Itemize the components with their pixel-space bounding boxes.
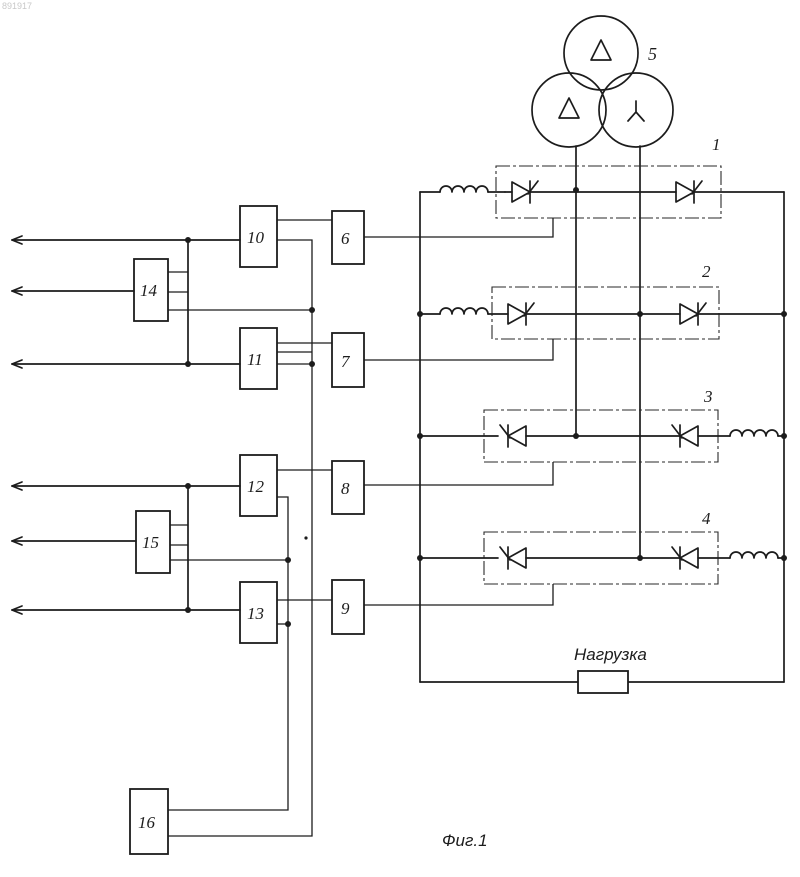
block-13-label: 13: [247, 604, 264, 623]
block-11-label: 11: [247, 350, 263, 369]
block-9-label: 9: [341, 599, 350, 618]
group-3-label: 3: [703, 387, 713, 406]
phase-blocks: 14 15: [134, 259, 170, 573]
block-6-label: 6: [341, 229, 350, 248]
reactor-4-coil: [730, 552, 778, 558]
transformer-primary-winding: [564, 16, 638, 90]
block-15-label: 15: [142, 533, 159, 552]
thyristor-3a-icon: [500, 425, 526, 447]
star-symbol-secondary: [628, 101, 644, 121]
block-12-label: 12: [247, 477, 265, 496]
block-10-label: 10: [247, 228, 265, 247]
reactor-1-coil: [440, 186, 488, 192]
figure-caption: Фиг.1: [442, 831, 488, 850]
block-16-label: 16: [138, 813, 156, 832]
patent-number: 891917: [2, 1, 32, 11]
load-label: Нагрузка: [574, 645, 647, 664]
delta-symbol-secondary: [559, 98, 579, 118]
block-8-label: 8: [341, 479, 350, 498]
load-resistor: [578, 671, 628, 693]
reactor-3-coil: [730, 430, 778, 436]
transformer-secondary-delta-winding: [532, 73, 606, 147]
thyristor-group-4: 4: [364, 509, 787, 605]
dc-bus: Нагрузка: [420, 192, 784, 693]
logic-blocks: 10 11 12 13: [240, 206, 277, 643]
group-2-label: 2: [702, 262, 711, 281]
group-4-label: 4: [702, 509, 711, 528]
pulse-shapers: 6 7 8 9: [332, 211, 364, 634]
logic-to-shaper-links: [277, 220, 332, 600]
transformer-label: 5: [648, 44, 657, 64]
delta-symbol-primary: [591, 40, 611, 60]
reactor-2-coil: [440, 308, 488, 314]
block-14-label: 14: [140, 281, 158, 300]
reference-block: 16: [130, 789, 168, 854]
thyristor-group-1: 1: [364, 135, 784, 237]
thyristor-4a-icon: [500, 547, 526, 569]
group-1-label: 1: [712, 135, 721, 154]
